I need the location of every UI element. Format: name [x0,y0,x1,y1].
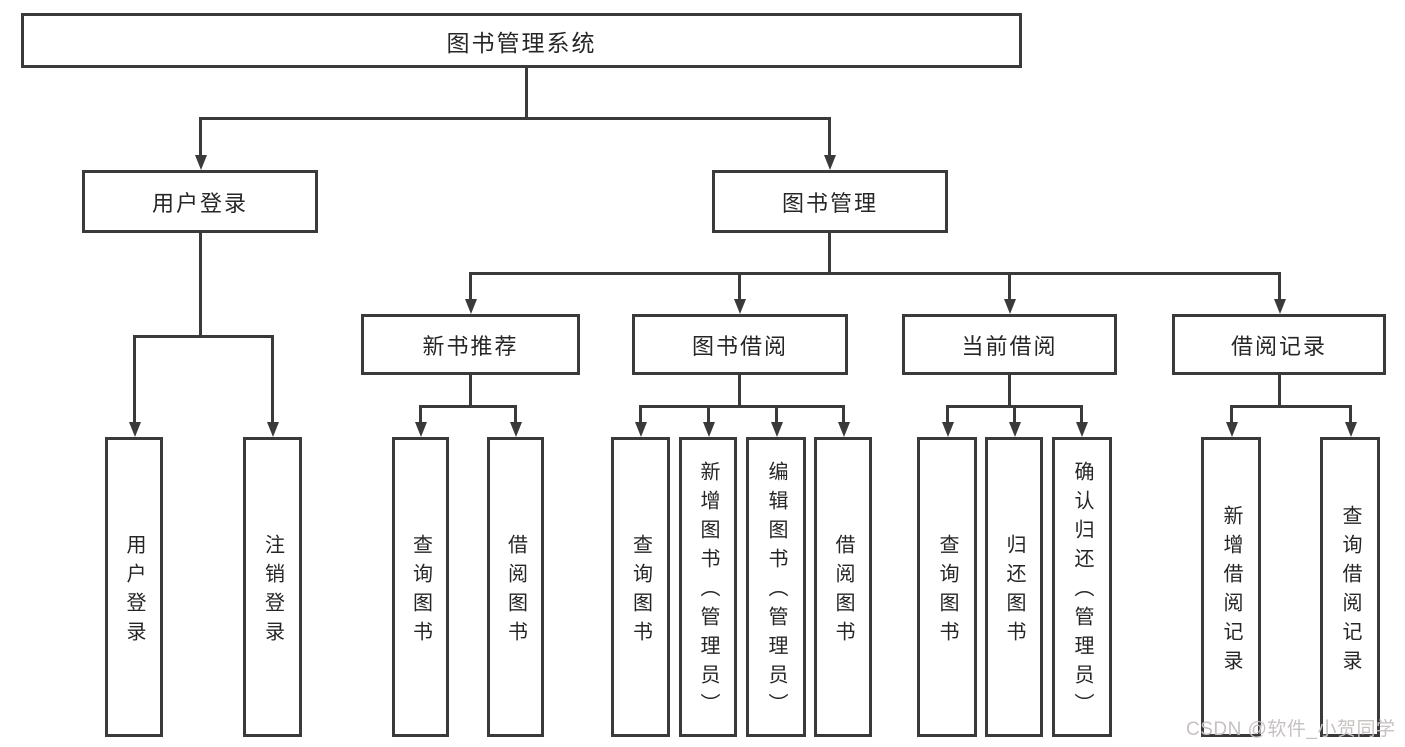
node-label: 查询图书 [629,533,652,650]
leaf-confirm-return-admin: 确认归还（管理员） [1052,437,1112,737]
connector-borrow-records-horizontal [1230,405,1351,408]
node-label: 图书管理 [781,190,878,216]
arrow-to-query-borrow-record [1349,405,1352,422]
node-label: 用户登录 [123,533,145,650]
connector-book-borrow-horizontal [639,405,844,408]
connector-new-book-horizontal [419,405,517,408]
node-label: 确认归还（管理员） [1071,461,1093,722]
node-label: 查询图书 [936,533,958,650]
arrow-to-new-book-rec [469,272,472,299]
node-label: 图书借阅 [691,333,788,359]
arrow-to-return-books [1013,405,1016,422]
node-new-book-recommendation: 新书推荐 [361,314,580,375]
node-label: 注销登录 [261,533,284,650]
leaf-query-books-under-borrowing: 查询图书 [611,437,670,737]
node-user-login: 用户登录 [82,170,318,233]
node-library-management-system: 图书管理系统 [21,13,1022,68]
arrow-to-user-login [199,117,202,155]
node-label: 新增借阅记录 [1220,504,1242,679]
arrow-to-query-books-b [639,405,642,422]
leaf-add-borrow-record: 新增借阅记录 [1201,437,1261,737]
node-label: 用户登录 [151,190,248,216]
node-current-borrowing: 当前借阅 [902,314,1117,375]
node-label: 查询借阅记录 [1339,504,1361,679]
leaf-query-books-under-new-book: 查询图书 [392,437,449,737]
leaf-logout: 注销登录 [243,437,302,737]
arrow-to-borrow-books-a [514,405,517,422]
leaf-query-borrow-record: 查询借阅记录 [1320,437,1380,737]
connector-book-mgmt-horizontal [469,272,1280,275]
node-label: 新书推荐 [422,333,519,359]
arrow-to-book-management [828,117,831,155]
connector-book-mgmt-vertical [828,233,831,272]
node-label: 查询图书 [409,533,432,650]
arrow-to-current-borrow [1008,272,1011,299]
arrow-to-confirm-return [1080,405,1083,422]
node-label: 图书管理系统 [446,29,597,56]
leaf-query-books-under-current: 查询图书 [917,437,977,737]
arrow-to-add-borrow-record [1230,405,1233,422]
csdn-watermark: CSDN @软件_小贺同学 [1186,719,1396,740]
node-borrowing-records: 借阅记录 [1172,314,1386,375]
arrow-to-add-books [707,405,710,422]
leaf-edit-books-admin: 编辑图书（管理员） [746,437,806,737]
arrow-to-query-books-c [946,405,949,422]
connector-user-login-vertical [199,233,202,335]
arrow-to-logout [271,335,274,422]
leaf-return-books: 归还图书 [985,437,1043,737]
leaf-borrow-books-under-new-book: 借阅图书 [487,437,544,737]
connector-book-borrow-vertical [738,375,741,405]
leaf-add-books-admin: 新增图书（管理员） [679,437,737,737]
node-label: 编辑图书（管理员） [765,461,787,722]
connector-current-borrow-vertical [1008,375,1011,405]
node-label: 归还图书 [1003,533,1025,650]
node-book-borrowing: 图书借阅 [632,314,848,375]
node-label: 新增图书（管理员） [697,461,719,722]
leaf-borrow-books-under-borrowing: 借阅图书 [814,437,872,737]
connector-user-login-horizontal [133,335,273,338]
connector-root-vertical [525,68,528,117]
arrow-to-edit-books [775,405,778,422]
arrow-to-book-borrow [738,272,741,299]
connector-new-book-vertical [469,375,472,405]
connector-root-horizontal [199,117,831,120]
arrow-to-login [133,335,136,422]
arrow-to-query-books-a [419,405,422,422]
node-label: 当前借阅 [961,333,1058,359]
arrow-to-borrow-books-b [842,405,845,422]
connector-borrow-records-vertical [1278,375,1281,405]
node-label: 借阅图书 [504,533,527,650]
node-book-management: 图书管理 [712,170,948,233]
arrow-to-borrow-records [1278,272,1281,299]
node-label: 借阅记录 [1230,333,1327,359]
node-label: 借阅图书 [832,533,854,650]
leaf-user-login: 用户登录 [105,437,163,737]
